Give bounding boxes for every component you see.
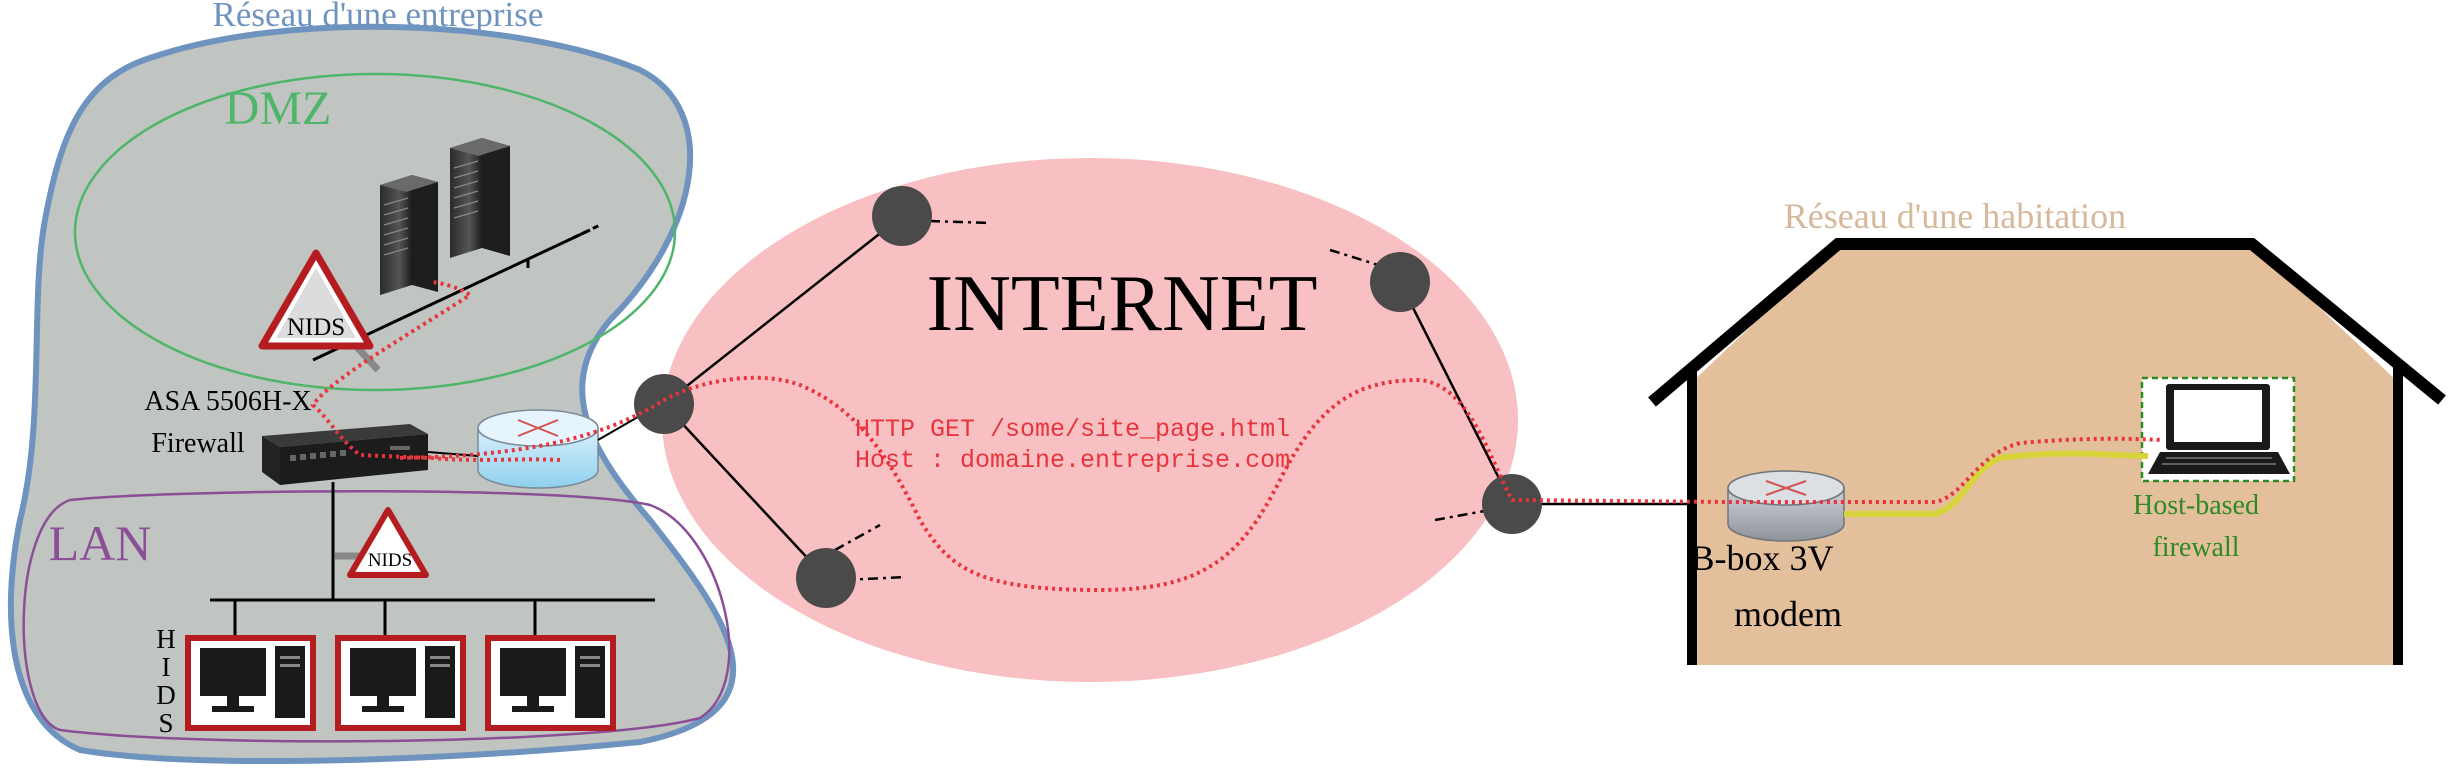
home-network: Réseau d'une habitation B-box 3V modem — [1648, 196, 2446, 665]
house-roof — [1648, 238, 2446, 407]
home-title: Réseau d'une habitation — [1784, 196, 2126, 236]
desktop-computer-icon — [485, 635, 616, 731]
hids-letter: D — [156, 680, 176, 710]
hids-letter: S — [158, 708, 173, 738]
dmz-label: DMZ — [225, 82, 332, 135]
lan-zone — [22, 490, 731, 743]
dmz-zone — [73, 72, 677, 392]
router-icon — [477, 409, 599, 489]
internet-node — [872, 186, 932, 246]
desktop-computer-icon — [185, 635, 316, 731]
internet-node — [634, 374, 694, 434]
modem-label-line2: modem — [1734, 594, 1842, 634]
http-request-line2: Host : domaine.entreprise.com — [855, 446, 1290, 475]
internet-cloud: INTERNET HTTP GET /some/site_page.html H… — [634, 158, 1722, 682]
internet-title: INTERNET — [926, 260, 1317, 348]
internet-node — [1370, 252, 1430, 312]
fw-to-router — [427, 451, 479, 457]
http-request-line1: HTTP GET /some/site_page.html — [855, 415, 1290, 444]
hbf-label-line2: firewall — [2152, 532, 2239, 563]
home-lan-link — [1844, 450, 2149, 517]
nids-lan-label: NIDS — [368, 550, 412, 571]
firewall-appliance-icon — [262, 424, 428, 485]
request-path — [310, 280, 2163, 593]
lan-label: LAN — [49, 515, 152, 571]
internet-node — [1482, 474, 1542, 534]
enterprise-title: Réseau d'une entreprise — [213, 0, 544, 34]
laptop-icon — [2148, 384, 2290, 474]
nids-lan-warning-icon: NIDS — [347, 507, 429, 578]
nids-dmz-warning-icon: NIDS — [258, 249, 374, 350]
nids-dmz-label: NIDS — [287, 314, 345, 341]
internet-stub-links — [834, 219, 1491, 582]
internet-node — [796, 548, 856, 608]
server-icon — [450, 138, 510, 258]
firewall-label-line2: Firewall — [151, 428, 245, 459]
modem-label-line1: B-box 3V — [1691, 538, 1834, 578]
enterprise-network: Réseau d'une entreprise DMZ LAN — [7, 0, 737, 765]
hids-letter: H — [156, 624, 176, 654]
hbf-label-line1: Host-based — [2133, 490, 2259, 521]
enterprise-boundary — [7, 23, 737, 765]
modem-router-icon — [1727, 470, 1845, 542]
desktop-computer-icon — [335, 635, 466, 731]
hids-letter: I — [162, 652, 171, 682]
internet-area — [662, 158, 1518, 682]
server-icon — [380, 175, 438, 295]
dmz-bus-tail — [572, 223, 601, 240]
firewall-label-line1: ASA 5506H-X — [144, 386, 311, 417]
